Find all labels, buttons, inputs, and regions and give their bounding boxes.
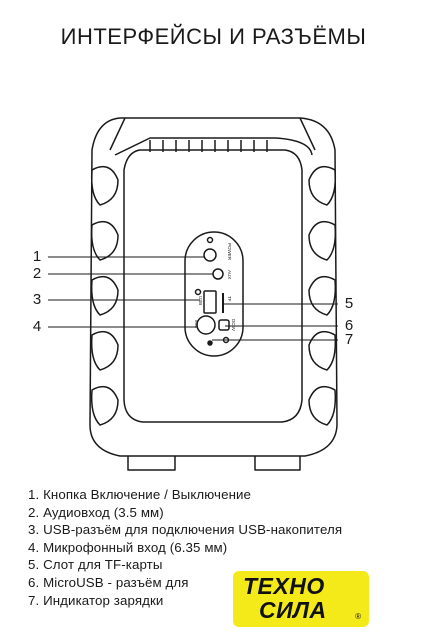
feature-item: 7. Индикатор зарядки <box>28 592 164 608</box>
left-bumpers <box>90 165 119 426</box>
callout-2: 2 <box>32 265 42 282</box>
aux-jack <box>212 268 224 280</box>
feet <box>127 456 301 471</box>
label-mic: MIC <box>194 320 199 329</box>
power-button <box>203 248 217 262</box>
vent-ticks <box>149 140 268 152</box>
callout-5: 5 <box>344 295 354 312</box>
handle <box>109 117 316 151</box>
inner-body <box>123 149 303 423</box>
callout-7: 7 <box>344 331 354 348</box>
callout-3: 3 <box>32 291 42 308</box>
feature-list: 1. Кнопка Включение / Выключение 2. Ауди… <box>28 486 342 609</box>
usb-port <box>203 290 217 314</box>
logo-line-1: ТЕХНО <box>243 573 325 599</box>
label-dc5v: DC5V <box>231 319 236 331</box>
right-bumpers <box>308 165 337 426</box>
label-usb: USB <box>198 296 203 305</box>
feature-item: 6. MicroUSB - разъём для <box>28 574 189 590</box>
charge-indicator <box>207 340 213 346</box>
callout-4: 4 <box>32 318 42 335</box>
connector-panel <box>184 231 244 357</box>
mic-jack <box>196 315 216 335</box>
microusb-port <box>218 319 230 331</box>
registered-mark: ® <box>355 612 361 621</box>
feature-item: 3. USB-разъём для подключения USB-накопи… <box>28 522 343 538</box>
label-tf: TF <box>227 296 232 302</box>
brand-logo: ТЕХНО СИЛА ® <box>233 571 369 627</box>
page-title: ИНТЕРФЕЙСЫ И РАЗЪЁМЫ <box>60 24 367 49</box>
speaker-back-diagram: POWER AUX USB TF MIC DC5V <box>48 117 338 471</box>
logo-line-2: СИЛА <box>259 597 327 623</box>
feature-item: 1. Кнопка Включение / Выключение <box>28 487 252 502</box>
label-aux: AUX <box>227 270 232 279</box>
callout-1: 1 <box>32 248 42 265</box>
feature-item: 2. Аудиовход (3.5 мм) <box>28 504 164 520</box>
feature-item: 4. Микрофонный вход (6.35 мм) <box>28 539 228 555</box>
callout-lines <box>48 256 338 341</box>
speaker-housing <box>89 117 338 457</box>
callout-6: 6 <box>344 317 354 334</box>
feature-item: 5. Слот для TF-карты <box>28 557 163 573</box>
label-power: POWER <box>227 243 232 261</box>
